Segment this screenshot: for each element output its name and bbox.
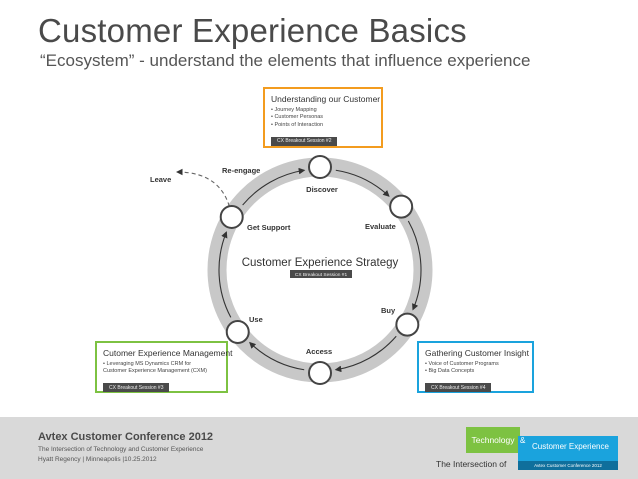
box-right-item: • Voice of Customer Programs: [425, 361, 499, 367]
box-right-item: • Big Data Concepts: [425, 368, 475, 375]
box-left-item: Customer Experience Management (CXM): [103, 368, 207, 375]
cycle-arrow: [334, 335, 397, 373]
center-label: Customer Experience Strategy: [242, 257, 399, 269]
logo-cx-label: Customer Experience: [532, 442, 609, 451]
stage-label-buy: Buy: [381, 306, 396, 315]
box-left-title: Cutomer Experience Management: [103, 348, 233, 358]
cycle-arrow: [218, 231, 232, 318]
logo-intersection: The Intersection of: [436, 459, 507, 469]
box-right-title: Gathering Customer Insight: [425, 348, 529, 358]
stage-node-use: [225, 319, 250, 344]
stage-label-use: Use: [249, 315, 263, 324]
stage-node-buy: [395, 312, 420, 337]
box-right-tag: CX Breakout Session #4: [425, 383, 492, 393]
box-customer-experience-management: Cutomer Experience Management • Leveragi…: [95, 341, 233, 393]
stage-label-leave: Leave: [150, 175, 171, 184]
cycle-arrow: [242, 167, 306, 206]
cycle-arrow: [335, 169, 390, 197]
box-top-item: • Customer Personas: [271, 114, 324, 121]
stage-node-access: [308, 361, 332, 385]
cycle-arrows: [218, 167, 422, 373]
cycle-arrow: [407, 220, 422, 311]
footer: Avtex Customer Conference 2012 The Inter…: [0, 417, 638, 479]
stage-label-get-support: Get Support: [247, 223, 291, 232]
slide-subtitle: “Ecosystem” - understand the elements th…: [40, 51, 531, 70]
stage-label-access: Access: [306, 347, 332, 356]
stage-label-evaluate: Evaluate: [365, 222, 396, 231]
cycle-arrow: [249, 341, 305, 371]
box-gathering-customer-insight: Gathering Customer Insight • Voice of Cu…: [417, 341, 534, 393]
footer-tagline: The Intersection of Technology and Custo…: [38, 446, 204, 453]
box-top-item: • Journey Mapping: [271, 107, 317, 113]
stage-label-discover: Discover: [306, 185, 338, 194]
box-top-item: • Points of Interaction: [271, 121, 324, 128]
box-left-item: • Leveraging MS Dynamics CRM for: [103, 361, 192, 367]
logo-cx-sub: Avtex Customer Conference 2012: [518, 461, 618, 470]
center-tag: CX Breakout Session #1: [295, 272, 348, 278]
slide-title: Customer Experience Basics: [38, 12, 467, 49]
leave-arrow: [175, 168, 232, 214]
ecosystem-diagram: Discover Evaluate Buy Access Use Get Sup…: [150, 155, 433, 385]
footer-conference: Avtex Customer Conference 2012: [38, 431, 214, 443]
center-tag-bg: [290, 270, 352, 278]
stage-node-get-support: [219, 204, 244, 229]
footer-location: Hyatt Regency | Minneapolis |10.25.2012: [38, 456, 157, 463]
stage-node-evaluate: [389, 194, 414, 219]
box-understanding-customer: Understanding our Customer • Journey Map…: [263, 87, 383, 148]
logo-customer-experience: Customer Experience Avtex Customer Confe…: [518, 436, 618, 470]
box-top-title: Understanding our Customer: [271, 94, 381, 104]
box-top-tag: CX Breakout Session #2: [271, 136, 338, 146]
box-left-tag: CX Breakout Session #3: [103, 383, 170, 393]
stage-label-re-engage: Re-engage: [222, 166, 260, 175]
logo-ampersand: &: [520, 436, 526, 445]
stage-node-discover: [308, 155, 332, 179]
logo-technology: Technology: [466, 427, 520, 453]
